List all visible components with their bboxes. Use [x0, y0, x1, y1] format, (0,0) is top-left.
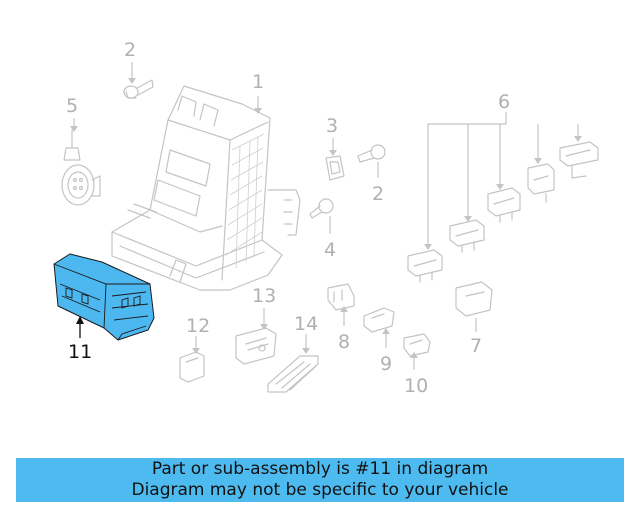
part-5-sensor: [61, 129, 101, 206]
part-7-relay: [455, 281, 493, 317]
callout-13: 13: [252, 285, 276, 307]
callout-12: 12: [186, 315, 210, 337]
banner-line-1: Part or sub-assembly is #11 in diagram: [151, 459, 489, 479]
callout-2-lower: 2: [372, 183, 384, 205]
callout-9: 9: [380, 353, 392, 375]
banner-line-2: Diagram may not be specific to your vehi…: [131, 480, 509, 500]
part-4-bolt: [309, 198, 334, 219]
part-11-highlighted-module: [53, 253, 155, 341]
callout-4: 4: [324, 239, 336, 261]
part-13-connector: [235, 327, 277, 365]
callout-14: 14: [294, 313, 318, 335]
part-6-relays: [407, 141, 599, 283]
callout-8: 8: [338, 331, 350, 353]
callout-1: 1: [252, 71, 264, 93]
part-1-housing: [111, 85, 301, 291]
part-10-connector: [403, 333, 431, 357]
part-2-bolt-lower: [357, 144, 386, 163]
callout-6: 6: [498, 91, 510, 113]
callout-11: 11: [68, 341, 92, 363]
part-9-bracket: [363, 307, 395, 333]
part-3-clip: [325, 155, 345, 181]
exploded-parts-diagram: 2 1 5 3 2 4 6 7 8 9 10 11 12 13 14: [53, 39, 599, 397]
part-2-bolt-upper: [123, 79, 154, 99]
callout-5: 5: [66, 95, 78, 117]
info-banner: Part or sub-assembly is #11 in diagram D…: [16, 458, 624, 502]
callout-3: 3: [326, 115, 338, 137]
callout-2-upper: 2: [124, 39, 136, 61]
part-12-module: [179, 351, 205, 383]
callout-7: 7: [470, 335, 482, 357]
callout-10: 10: [404, 375, 428, 397]
part-8-clip: [327, 283, 355, 311]
part-14-bracket: [267, 355, 319, 393]
